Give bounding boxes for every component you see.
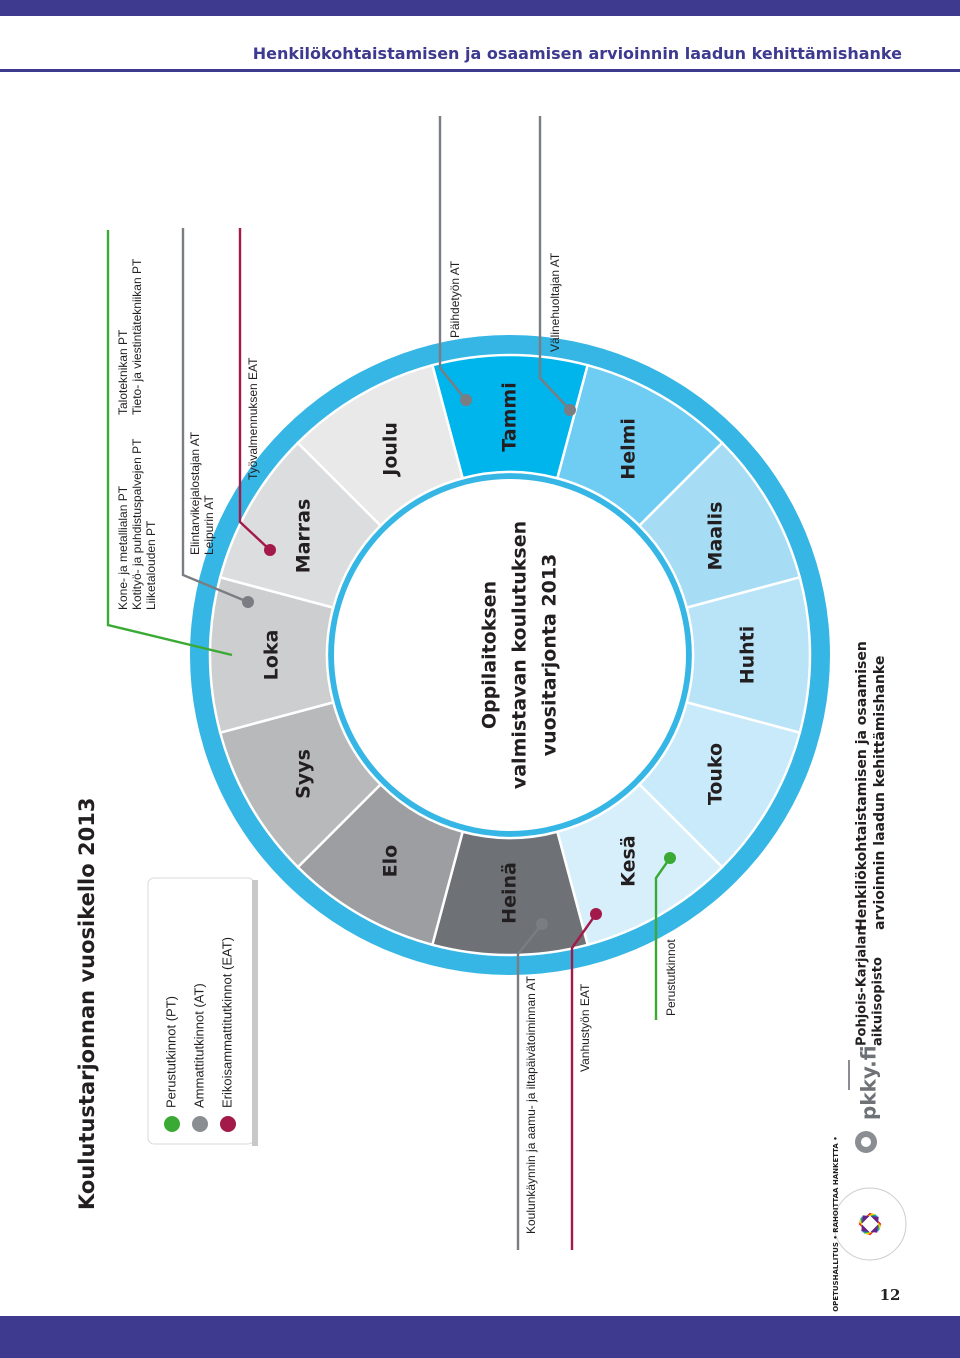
top-color-bar (0, 0, 960, 16)
legend (147, 877, 258, 1146)
footer-org-text: Pohjois-Karjalan (855, 926, 870, 1046)
callout-line-pt-elo (654, 857, 671, 1020)
footer-project-text: Henkilökohtaistamisen ja osaamisen (854, 641, 870, 930)
callout-line-at-tammi (181, 228, 249, 604)
wheel-center-text: valmistavan koulutuksen (509, 521, 531, 789)
callout-dot-at-huhti (564, 404, 576, 416)
page-header: Henkilökohtaistamisen ja osaamisen arvio… (0, 42, 960, 72)
callout-text-pt-tammi: Kone- ja metallialan PT (116, 485, 130, 610)
legend-swatch (220, 1116, 236, 1132)
wheel-center-text: Oppilaitoksen (479, 581, 501, 729)
month-label: Tammi (499, 382, 521, 451)
callout-dot-at-maalis (460, 394, 472, 406)
callout-line-pt-tammi (106, 230, 233, 657)
callout-text-pt-tammi-2: Tieto- ja viestintätekniikan PT (130, 258, 144, 415)
callout-text-at-huhti: Välinehuoltajan AT (548, 252, 562, 352)
callout-text-at-maalis: Päihdetyön AT (448, 260, 462, 338)
callout-line-at-maalis (438, 116, 467, 401)
month-label: Syys (292, 749, 314, 799)
callout-text-pt-tammi-2: Taloteknikan PT (116, 329, 130, 415)
callout-text-at-tammi: Leipurin AT (202, 495, 216, 555)
month-label: Kesä (618, 835, 640, 886)
month-label: Marras (292, 499, 314, 574)
legend-swatch (164, 1116, 180, 1132)
callout-line-at-syys (516, 923, 543, 1250)
legend-swatch (192, 1116, 208, 1132)
callout-dot-eat-syys (590, 908, 602, 920)
opetushallitus-seal (833, 1187, 907, 1261)
month-label: Elo (380, 845, 402, 878)
footer-project-text: arvioinnin laadun kehittämishanke (872, 656, 888, 930)
month-segment (296, 363, 465, 528)
month-label: Joulu (380, 422, 402, 478)
wheel-center (334, 479, 686, 831)
month-label: Huhti (737, 626, 759, 685)
callout-text-pt-elo: Perustutkinnot (664, 939, 678, 1016)
footer-org-text: aikuisopisto (871, 957, 886, 1046)
pkky-logo-text: pkky.fi (857, 1045, 881, 1120)
legend-label: Ammattitutkinnot (AT) (191, 983, 206, 1108)
seal-diamond-center (861, 1215, 879, 1233)
callout-text-pt-tammi: Kotityö- ja puhdistuspalvejen PT (130, 438, 144, 610)
callout-line-eat-syys (570, 913, 597, 1250)
callout-text-eat-tammi: Työvalmennuksen EAT (246, 357, 260, 480)
footer-divider (848, 1060, 850, 1090)
header-title: Henkilökohtaistamisen ja osaamisen arvio… (252, 44, 902, 63)
callout-dot-at-syys (536, 918, 548, 930)
page-number: 12 (879, 1286, 901, 1304)
callout-dot-at-tammi (242, 596, 254, 608)
callout-text-at-tammi: Elintarvikejalostajan AT (188, 431, 202, 555)
callout-text-pt-tammi: Liiketalouden PT (144, 520, 158, 610)
wheel-center-text: vuositarjonta 2013 (539, 554, 561, 757)
callout-dot-eat-tammi (264, 544, 276, 556)
legend-label: Erikoisammattitutkinnot (EAT) (219, 937, 234, 1108)
callout-dot-pt-elo (664, 852, 676, 864)
month-label: Loka (261, 630, 283, 681)
month-label: Maalis (705, 502, 727, 571)
bottom-color-bar (0, 1316, 960, 1358)
month-label: Helmi (618, 418, 640, 480)
seal-text: OPETUSHALLITUS • RAHOITTAA HANKETTA • (832, 1136, 840, 1312)
page-title: Koulutustarjonnan vuosikello 2013 (75, 798, 99, 1210)
pkky-logo-mark-inner (861, 1137, 871, 1147)
month-label: Touko (705, 743, 727, 805)
legend-shadow (252, 880, 258, 1146)
month-label: Heinä (499, 862, 521, 924)
callout-text-eat-syys: Vanhustyön EAT (578, 983, 592, 1072)
legend-label: Perustutkinnot (PT) (163, 996, 178, 1108)
callout-line-at-huhti (538, 116, 571, 411)
callout-line-eat-tammi (238, 228, 271, 551)
callout-text-at-syys: Koulunkäynnin ja aamu- ja iltapäivätoimi… (524, 975, 538, 1234)
